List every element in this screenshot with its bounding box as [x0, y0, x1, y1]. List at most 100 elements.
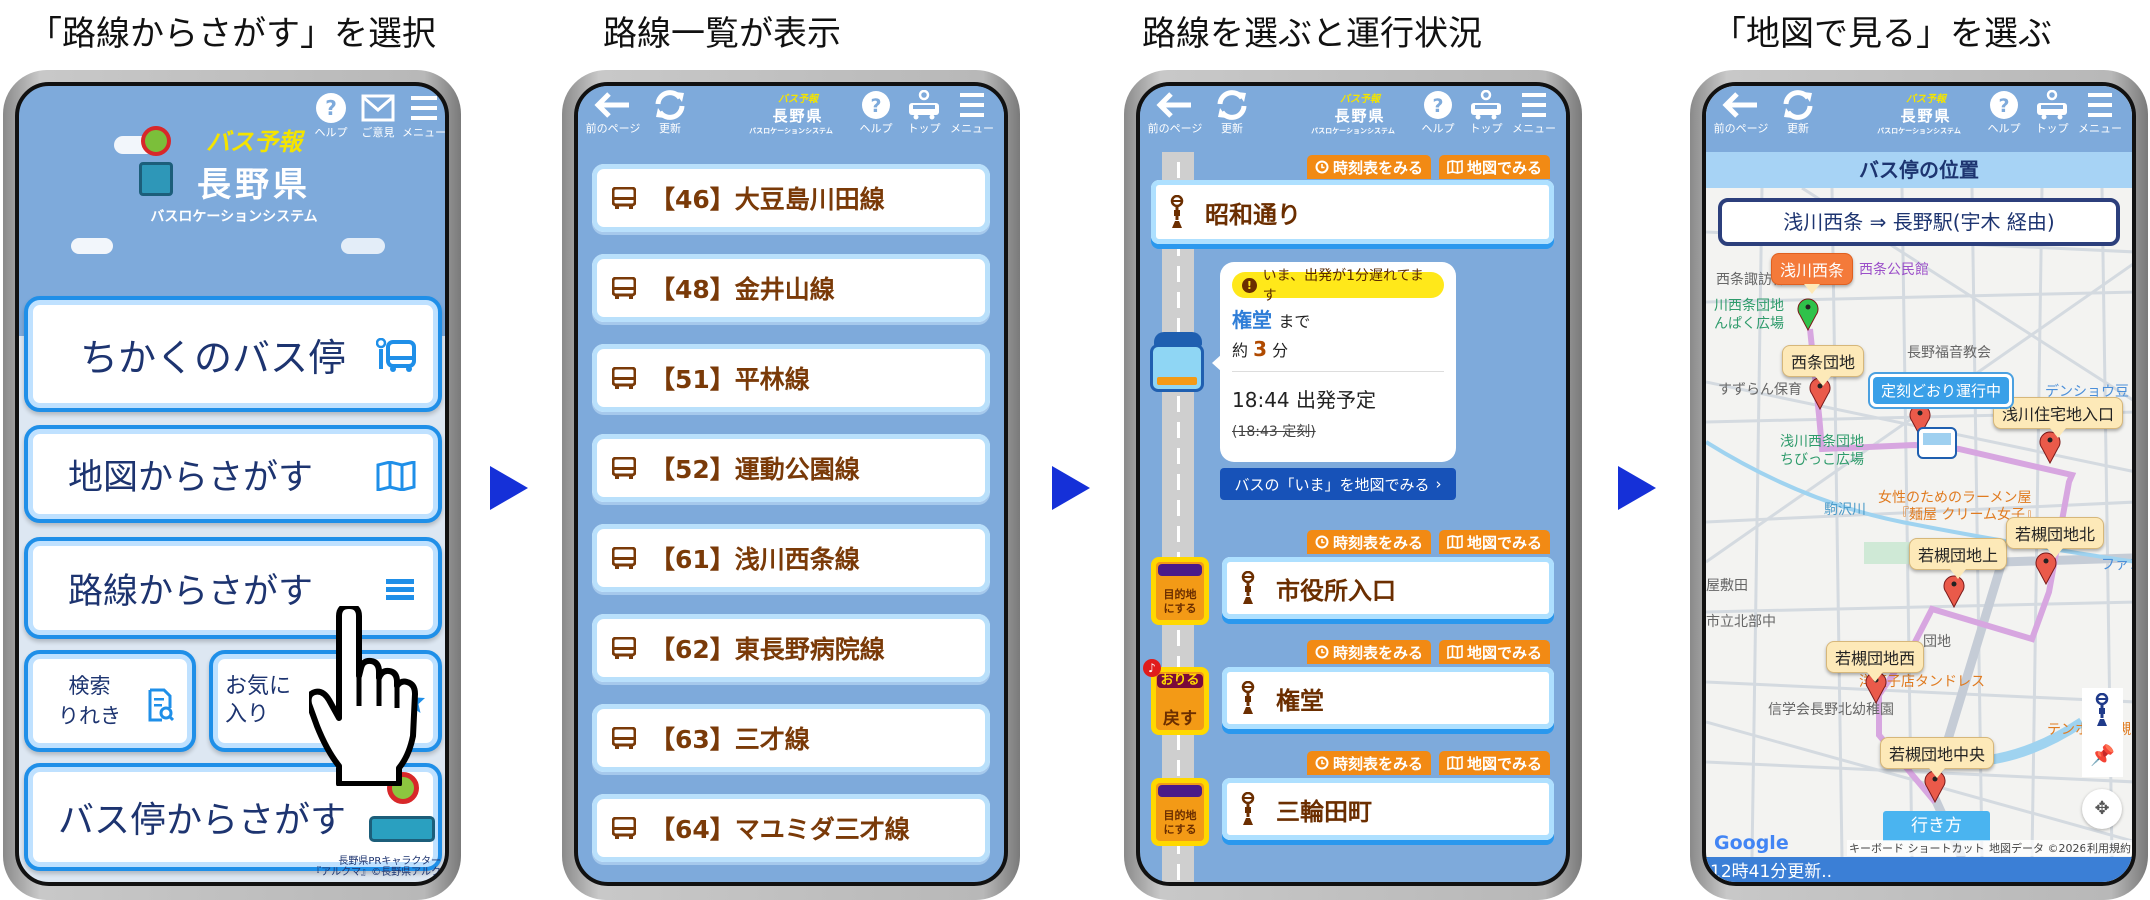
- refresh-icon: [1217, 90, 1247, 120]
- view-map-button[interactable]: 地図でみる: [1439, 155, 1550, 179]
- refresh-label: 更新: [659, 122, 681, 135]
- stop-card[interactable]: 市役所入口: [1222, 557, 1554, 619]
- search-history-button[interactable]: 検索りれき: [24, 650, 196, 752]
- bus-stop-marker[interactable]: [1809, 376, 1831, 411]
- bus-stop-marker[interactable]: [2039, 430, 2061, 465]
- view-map-button[interactable]: 地図でみる: [1439, 530, 1550, 554]
- set-destination-button[interactable]: 目的地にする: [1151, 557, 1209, 625]
- view-map-button[interactable]: 地図でみる: [1439, 751, 1550, 775]
- top-button[interactable]: トップ: [2022, 90, 2082, 136]
- app-logo: バス予報 長野県 バスロケーションシステム: [129, 122, 339, 226]
- route-list-item[interactable]: 【61】浅川西条線: [592, 524, 990, 592]
- map-icon: [1447, 160, 1463, 174]
- timetable-button[interactable]: 時刻表をみる: [1307, 155, 1431, 179]
- bus-stop-marker[interactable]: [1924, 769, 1946, 804]
- route-list-item[interactable]: 【46】大豆島川田線: [592, 164, 990, 232]
- route-list-item[interactable]: 【48】金井山線: [592, 254, 990, 322]
- stop-search-button[interactable]: バス停からさがす: [24, 763, 442, 871]
- map-canvas[interactable]: [1706, 188, 2136, 858]
- help-button[interactable]: ? ヘルプ: [846, 90, 906, 136]
- bus-icon: [612, 637, 636, 659]
- bus-status-bubble: ! いま、出発が1分遅れてます 権堂 まで 約 3 分 18:44 出発予定 (…: [1220, 262, 1456, 462]
- phone-bus-status: 前のページ 更新 バス予報 長野県 バスロケーションシステム ? ヘルプ トップ…: [1124, 70, 1582, 900]
- nearby-stops-button[interactable]: ちかくのバス停: [24, 296, 442, 412]
- menu-icon: [411, 96, 437, 120]
- mail-icon: [361, 94, 395, 122]
- list-icon: [386, 579, 414, 600]
- step-arrow-icon: [1052, 466, 1090, 510]
- bus-icon: [612, 187, 636, 209]
- route-list-item[interactable]: 【62】東長野病院線: [592, 614, 990, 682]
- menu-label: メニュー: [950, 122, 994, 135]
- last-updated-status: 12時41分更新..: [1706, 857, 2132, 882]
- timetable-button[interactable]: 時刻表をみる: [1307, 751, 1431, 775]
- route-search-button[interactable]: 路線からさがす: [24, 537, 442, 639]
- help-button[interactable]: ? ヘルプ: [1408, 90, 1468, 136]
- menu-button[interactable]: メニュー: [394, 92, 445, 140]
- top-button[interactable]: トップ: [1456, 90, 1516, 136]
- help-icon: ?: [316, 93, 346, 123]
- undo-alight-button[interactable]: おりる戻す♪: [1143, 659, 1209, 735]
- set-destination-button[interactable]: 目的地にする: [1151, 778, 1209, 846]
- fullscreen-button[interactable]: ✥: [2082, 789, 2122, 829]
- help-button[interactable]: ? ヘルプ: [301, 92, 361, 140]
- live-map-button[interactable]: バスの「いま」を地図でみる›: [1220, 468, 1456, 500]
- directions-button[interactable]: 行き方: [1883, 811, 1990, 841]
- back-button[interactable]: 前のページ: [1708, 90, 1774, 136]
- clock-icon: [1315, 645, 1329, 659]
- stop-card[interactable]: 昭和通り: [1151, 180, 1554, 244]
- stop-name: 市役所入口: [1276, 576, 1396, 605]
- route-list-item[interactable]: 【64】マユミダ三才線: [592, 794, 990, 862]
- step-arrow-icon: [1618, 466, 1656, 510]
- favorites-label: お気に入り: [225, 674, 292, 727]
- back-button[interactable]: 前のページ: [1142, 90, 1208, 136]
- refresh-label: 更新: [1221, 122, 1243, 135]
- menu-button[interactable]: メニュー: [1504, 90, 1564, 136]
- bus-stop-marker[interactable]: [1943, 574, 1965, 609]
- bus-stop-marker[interactable]: [2035, 551, 2057, 586]
- phone-map: 前のページ 更新 バス予報 長野県 バスロケーションシステム ? ヘルプ トップ…: [1690, 70, 2148, 900]
- bus-stop-marker[interactable]: [1865, 670, 1887, 705]
- map-label: 地図でみる: [1466, 533, 1542, 552]
- mascot-credit: 長野県PRキャラクター『アルクマ』©長野県アルク: [311, 856, 441, 878]
- timetable-button[interactable]: 時刻表をみる: [1307, 640, 1431, 664]
- step-caption-2: 路線一覧が表示: [603, 14, 841, 54]
- timetable-button[interactable]: 時刻表をみる: [1307, 530, 1431, 554]
- stop-search-label: バス停からさがす: [58, 800, 347, 841]
- feedback-button[interactable]: ご意見: [348, 92, 408, 140]
- top-button[interactable]: トップ: [894, 90, 954, 136]
- minutes-unit: 分: [1272, 341, 1289, 360]
- top-label: トップ: [1469, 122, 1503, 135]
- logo-text: バス予報: [778, 94, 818, 105]
- menu-button[interactable]: メニュー: [942, 90, 1002, 136]
- menu-button[interactable]: メニュー: [2070, 90, 2130, 136]
- bus-stop-marker[interactable]: [1909, 403, 1931, 438]
- stop-card[interactable]: 権堂: [1222, 667, 1554, 729]
- refresh-button[interactable]: 更新: [1202, 90, 1262, 136]
- current-stop-marker[interactable]: [1797, 297, 1819, 332]
- stop-card[interactable]: 三輪田町: [1222, 778, 1554, 840]
- help-button[interactable]: ? ヘルプ: [1974, 90, 2034, 136]
- menu-label: メニュー: [2078, 122, 2122, 135]
- view-map-button[interactable]: 地図でみる: [1439, 640, 1550, 664]
- route-list-item[interactable]: 【52】運動公園線: [592, 434, 990, 502]
- pin-button[interactable]: 📌: [2082, 733, 2123, 777]
- route-name: 【63】三才線: [650, 725, 810, 754]
- map-road: [2030, 188, 2044, 858]
- fullscreen-icon: ✥: [2094, 798, 2110, 819]
- logo-text: 長野県: [1334, 107, 1386, 125]
- map-search-button[interactable]: 地図からさがす: [24, 425, 442, 523]
- map-page-title: バス停の位置: [1706, 152, 2132, 188]
- route-list-item[interactable]: 【63】三才線: [592, 704, 990, 772]
- history-label-line: りれき: [58, 704, 121, 728]
- back-button[interactable]: 前のページ: [580, 90, 646, 136]
- refresh-button[interactable]: 更新: [1768, 90, 1828, 136]
- route-list-item[interactable]: 【51】平林線: [592, 344, 990, 412]
- map-road: [1706, 500, 2132, 524]
- park-area: [1864, 542, 1924, 564]
- stop-name: 三輪田町: [1276, 797, 1372, 826]
- bus-stop-layer-button[interactable]: [2082, 688, 2123, 733]
- route-name: 【48】金井山線: [650, 275, 835, 304]
- refresh-button[interactable]: 更新: [640, 90, 700, 136]
- live-map-label: バスの「いま」を地図でみる: [1234, 475, 1430, 494]
